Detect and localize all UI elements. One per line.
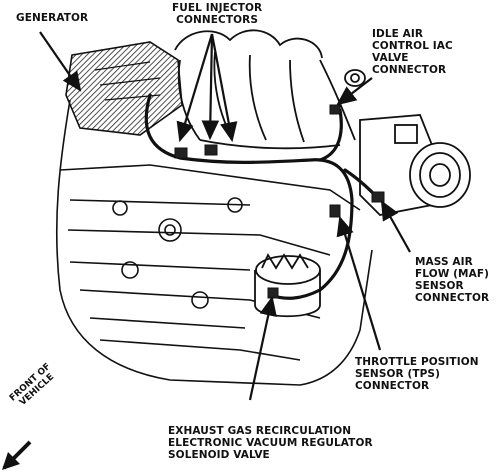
throttle-body xyxy=(359,114,471,216)
engine-block xyxy=(55,99,373,386)
generator xyxy=(65,41,183,136)
egr-canister xyxy=(254,253,321,318)
label-maf-sensor-connector: MASS AIR FLOW (MAF) SENSOR CONNECTOR xyxy=(415,256,490,304)
label-generator: GENERATOR xyxy=(16,12,89,24)
leader-arrows xyxy=(39,31,411,401)
label-egr-solenoid-valve: EXHAUST GAS RECIRCULATION ELECTRONIC VAC… xyxy=(168,425,373,461)
connector-bodies xyxy=(174,104,385,299)
label-tps-connector: THROTTLE POSITION SENSOR (TPS) CONNECTOR xyxy=(355,356,479,392)
label-iac-valve-connector: IDLE AIR CONTROL IAC VALVE CONNECTOR xyxy=(372,28,453,76)
label-fuel-injector-connectors: FUEL INJECTOR CONNECTORS xyxy=(172,2,263,26)
intake-manifold xyxy=(174,29,366,150)
front-arrow xyxy=(2,440,32,470)
